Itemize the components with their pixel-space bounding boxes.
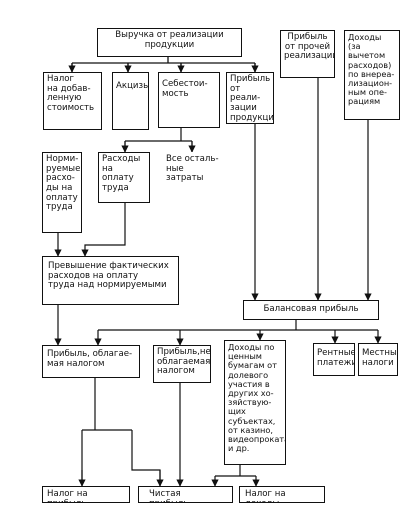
connector-balance-bus [98, 320, 378, 331]
node-revenue: Выручка от реализации продукции [97, 28, 242, 57]
connector-securities-split [215, 465, 256, 477]
node-rent-payments: Рентные платежи [313, 343, 355, 376]
node-income-tax: Налог на доходы [239, 486, 325, 503]
node-taxable-profit: Прибыль, облагае- мая налогом [42, 345, 140, 378]
connector-revenue-split [71, 57, 256, 72]
node-nontaxable-profit: Прибыль,не облагаемая налогом [153, 345, 211, 383]
node-vat: Налог на добав- ленную стоимость [43, 72, 102, 130]
node-sales-profit: Прибыль от реали- зации продукции [226, 72, 274, 124]
node-normed-wages: Норми- руемые расхо- ды на оплату труда [42, 152, 82, 233]
node-securities-income: Доходы по ценным бумагам от долевого уча… [224, 340, 286, 465]
node-net-profit: Чистая прибыль [138, 486, 233, 503]
node-excise: Акцизы [112, 72, 149, 130]
node-local-taxes: Местные налоги [358, 343, 398, 376]
connector-wages-to-excess [81, 203, 126, 257]
node-other-sales-profit: Прибыль от прочей реализации [280, 30, 335, 78]
node-wage-expenses: Расходы на оплату труда [98, 152, 150, 203]
node-non-sales-income: Доходы (за вычетом расходов) по внереа- … [344, 30, 400, 120]
node-other-costs: Все осталь- ные затраты [163, 152, 226, 189]
node-balance-profit: Балансовая прибыль [243, 300, 379, 320]
node-wage-excess: Превышение фактических расходов на оплат… [42, 256, 179, 305]
node-profit-tax: Налог на прибыль [42, 486, 130, 503]
node-cost: Себестои- мость [158, 72, 220, 128]
connector-cost-split [124, 128, 193, 152]
connector-taxable-split [81, 378, 161, 486]
